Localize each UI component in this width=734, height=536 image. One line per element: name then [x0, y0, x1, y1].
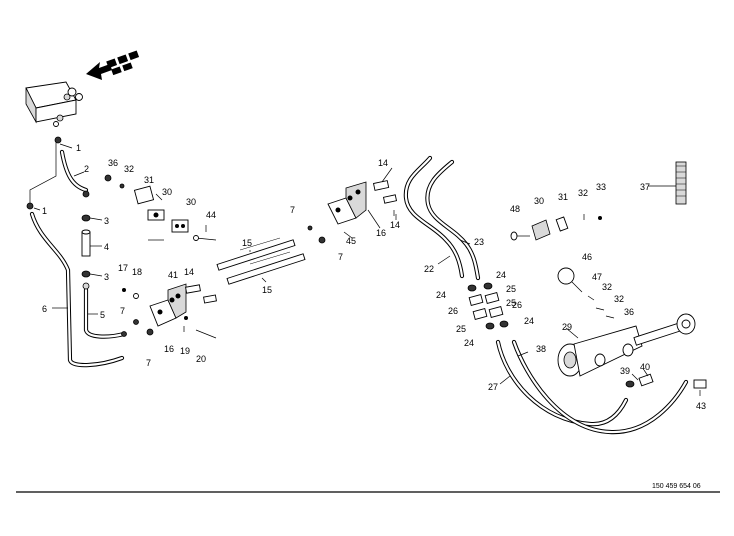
clamp-block-middle — [327, 181, 367, 225]
callout: 25 — [506, 298, 516, 308]
callout: 45 — [346, 236, 356, 246]
callout: 15 — [262, 285, 272, 295]
callout: 15 — [242, 238, 252, 248]
callout: 26 — [448, 306, 458, 316]
callout: 3 — [104, 216, 109, 226]
callout: 24 — [496, 270, 506, 280]
callout: 41 — [168, 270, 178, 280]
callout: 26 — [512, 300, 522, 310]
callout: 40 — [640, 362, 650, 372]
callout: 14 — [184, 267, 194, 277]
callout: 44 — [206, 210, 216, 220]
callout: 14 — [390, 220, 400, 230]
callout: 25 — [456, 324, 466, 334]
callout: 32 — [602, 282, 612, 292]
callout: 17 — [118, 263, 128, 273]
callout: 1 — [76, 143, 81, 153]
callout: 2 — [84, 164, 89, 174]
callout: 22 — [424, 264, 434, 274]
callout: 3 — [104, 272, 109, 282]
callout: 16 — [164, 344, 174, 354]
callout: 32 — [124, 164, 134, 174]
callout: 29 — [562, 322, 572, 332]
drawing-code: 150 459 654 06 — [652, 483, 701, 490]
clamp-block-left — [149, 283, 187, 327]
callout: 7 — [290, 205, 295, 215]
callout: 39 — [620, 366, 630, 376]
callout: 30 — [162, 187, 172, 197]
fittings-cluster — [467, 282, 509, 330]
callout: 1 — [42, 206, 47, 216]
callout: 19 — [180, 346, 190, 356]
leader-lines — [33, 143, 701, 396]
callout: 31 — [558, 192, 568, 202]
callout: 43 — [696, 401, 706, 411]
callout: 33 — [596, 182, 606, 192]
control-valve-block — [25, 81, 83, 127]
callout: 25 — [506, 284, 516, 294]
callout: 47 — [592, 272, 602, 282]
callout: 48 — [510, 204, 520, 214]
callout: 31 — [144, 175, 154, 185]
callout: 7 — [338, 252, 343, 262]
callout: 5 — [100, 310, 105, 320]
callout: 7 — [146, 358, 151, 368]
callout: 27 — [488, 382, 498, 392]
callout: 32 — [614, 294, 624, 304]
callout: 18 — [132, 267, 142, 277]
callout: 32 — [578, 188, 588, 198]
callout: 24 — [464, 338, 474, 348]
callout: 36 — [108, 158, 118, 168]
callout: 6 — [42, 304, 47, 314]
callout: 30 — [534, 196, 544, 206]
callout: 30 — [186, 197, 196, 207]
callout: 7 — [120, 306, 125, 316]
callout: 46 — [582, 252, 592, 262]
callout: 37 — [640, 182, 650, 192]
travel-direction-arrow-icon — [86, 50, 140, 80]
pipe-15-pair — [216, 237, 306, 285]
hydraulic-cylinder-29 — [557, 313, 696, 377]
callout: 20 — [196, 354, 206, 364]
callout: 16 — [376, 228, 386, 238]
callout: 4 — [104, 242, 109, 252]
callout: 38 — [536, 344, 546, 354]
callout-labels: 1 2 36 32 31 30 3 4 3 17 18 6 5 7 41 14 … — [42, 143, 706, 411]
callout: 14 — [378, 158, 388, 168]
callout: 24 — [524, 316, 534, 326]
callout: 24 — [436, 290, 446, 300]
callout: 36 — [624, 307, 634, 317]
callout: 23 — [474, 237, 484, 247]
